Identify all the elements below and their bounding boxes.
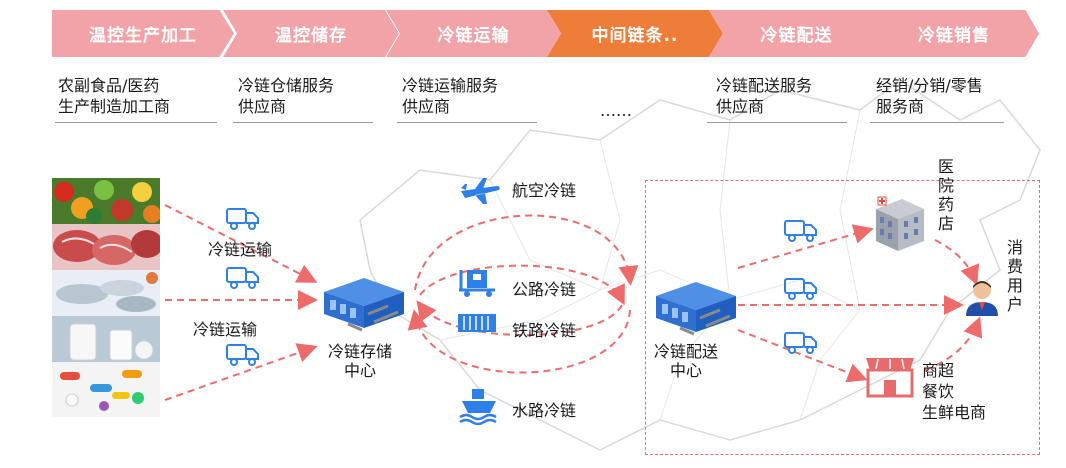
provider-divider [397, 122, 537, 123]
retail-label: 商超餐饮生鲜电商 [922, 361, 987, 422]
provider-divider [55, 122, 217, 123]
provider-divider [870, 122, 1004, 123]
hospital-icon [876, 196, 924, 251]
ship-icon [459, 389, 497, 425]
water-mode-label: 水路冷链 [512, 401, 577, 420]
truck-icon [784, 220, 817, 242]
transport-label-upper: 冷链运输 [208, 240, 273, 259]
meat-photo [52, 224, 160, 270]
user-icon [966, 281, 998, 316]
map-watermark [359, 79, 1041, 451]
provider-production: 农副食品/医药生产制造加工商 [58, 76, 171, 116]
railway-container-icon [458, 314, 496, 332]
warehouse-icon [324, 278, 404, 332]
delivery-truck-icon [459, 270, 495, 297]
truck-icon [226, 267, 259, 289]
storage-center-label: 冷链存储中心 [328, 342, 393, 380]
provider-ellipsis: …… [600, 101, 632, 120]
arrow-outer-loop [414, 214, 639, 291]
stage-chevron-storage: 温控储存 [223, 10, 399, 57]
provider-transport: 冷链运输服务供应商 [402, 76, 499, 116]
distribution-area-box [645, 180, 1040, 455]
arrow-outer-loop [407, 309, 631, 374]
truck-icon [226, 208, 259, 230]
arrow-hospital-to-consumer [934, 239, 980, 286]
arrow-retail-to-consumer [924, 316, 983, 371]
arrow-inner-loop [419, 264, 625, 306]
hospital-pharmacy-label: 医院药店 [938, 157, 955, 233]
provider-distribution: 冷链配送服务供应商 [716, 76, 813, 116]
arrow-products-to-storage [164, 204, 318, 283]
transport-label-lower: 冷链运输 [193, 320, 258, 339]
stage-chevron-production: 温控生产加工 [52, 10, 234, 57]
arrow-inner-loop [416, 300, 623, 336]
seafood-photo [52, 270, 160, 316]
milk-photo [52, 316, 160, 362]
consumer-label: 消费用户 [1007, 238, 1024, 314]
truck-icon [784, 332, 817, 354]
stage-chevron-distribution: 冷链配送 [709, 10, 884, 57]
arrow-to-hospital [737, 224, 874, 269]
airplane-icon [461, 178, 500, 204]
warehouse-icon [656, 282, 736, 336]
vegetables-photo [52, 178, 160, 224]
air-mode-label: 航空冷链 [512, 181, 577, 200]
truck-icon [226, 344, 259, 366]
provider-retail: 经销/分销/零售服务商 [876, 76, 983, 116]
truck-icon [784, 278, 817, 300]
stage-chevron-sales: 冷链销售 [869, 10, 1039, 57]
arrow-products-to-storage [164, 343, 318, 401]
distribution-center-label: 冷链配送中心 [654, 342, 719, 380]
road-mode-label: 公路冷链 [512, 280, 577, 299]
store-icon [866, 358, 914, 398]
provider-divider [233, 122, 373, 123]
pills-photo [52, 362, 160, 417]
provider-storage: 冷链仓储服务供应商 [238, 76, 335, 116]
provider-divider [707, 122, 847, 123]
arrow-to-retail [737, 329, 868, 383]
stage-chevron-intermediate: 中间链条.. [547, 10, 723, 57]
rail-mode-label: 铁路冷链 [512, 321, 577, 340]
stage-chevron-transport: 冷链运输 [386, 10, 561, 57]
